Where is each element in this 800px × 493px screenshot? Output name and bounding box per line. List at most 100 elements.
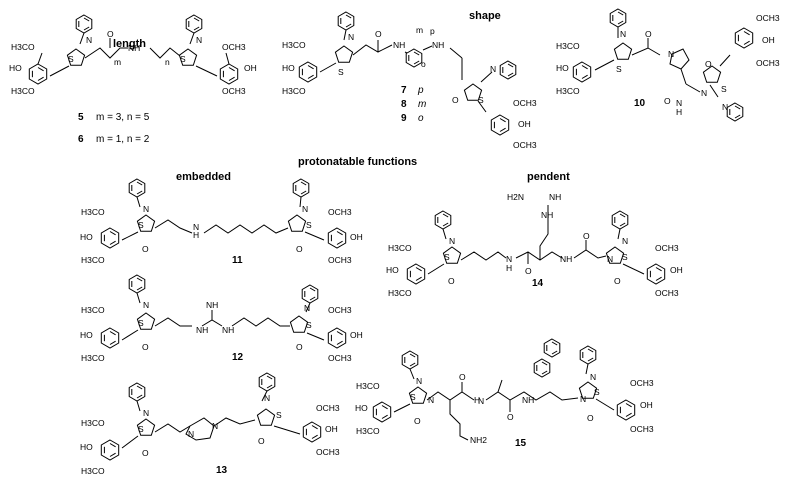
atom-s-7a: S (338, 67, 344, 77)
atom-o-7b: O (452, 95, 459, 105)
atom-ome-13c: OCH3 (316, 403, 340, 413)
atom-ome-10d: OCH3 (756, 58, 780, 68)
atom-n-13c: N (212, 421, 218, 431)
atom-n-15d: N (580, 394, 586, 404)
atom-s-12a: S (138, 318, 144, 328)
atom-o-10b: O (664, 96, 671, 106)
structure-7-8-9: N S O NH NH m p o N S O H3CO HO H3CO OCH… (282, 11, 537, 150)
atom-nh-10: H (676, 107, 682, 117)
compound-5-params: m = 3, n = 5 (96, 112, 150, 123)
atom-ome-7b: H3CO (282, 86, 306, 96)
compound-6-label: 6 (78, 134, 84, 145)
atom-ome-10c: OCH3 (756, 13, 780, 23)
atom-s-5b: S (180, 54, 186, 64)
atom-oh-5a: HO (9, 63, 22, 73)
atom-oh-10b: OH (762, 35, 775, 45)
atom-n-15b: N (428, 395, 434, 405)
atom-oh-13a: HO (80, 442, 93, 452)
atom-nh-14b: NH (560, 254, 572, 264)
compound-6-params: m = 1, n = 2 (96, 134, 150, 145)
atom-ome-7c: OCH3 (513, 98, 537, 108)
atom-oh-15a: HO (355, 403, 368, 413)
atom-nh-12b: NH (206, 300, 218, 310)
header-shape: shape (469, 10, 501, 22)
atom-s-15a: S (410, 392, 416, 402)
atom-o-12b: O (296, 342, 303, 352)
atom-s-15b: S (594, 387, 600, 397)
atom-o-7a: O (375, 29, 382, 39)
atom-ome-11c: OCH3 (328, 207, 352, 217)
atom-ome-13b: H3CO (81, 466, 105, 476)
atom-s-12b: S (306, 320, 312, 330)
atom-n-7a: N (348, 32, 354, 42)
atom-n-15c: N (478, 396, 484, 406)
atom-ome-7d: OCH3 (513, 140, 537, 150)
header-embedded: embedded (176, 171, 231, 183)
atom-ome-5d: OCH3 (222, 86, 246, 96)
atom-oh-7b: OH (518, 119, 531, 129)
structure-11: N S O H N N S O H3CO HO H3CO OCH3 OH OCH… (80, 178, 363, 265)
structure-13: N S O N N N S O H3CO HO H3CO OCH3 OH OCH… (80, 372, 340, 476)
atom-o-14b: O (525, 266, 532, 276)
compound-9-pos: o (418, 113, 424, 124)
compound-8-pos: m (418, 99, 426, 110)
compound-13-label: 13 (216, 465, 228, 476)
header-length: length (113, 38, 146, 50)
atom-nh-7: NH (393, 40, 405, 50)
atom-ome-10a: H3CO (556, 41, 580, 51)
atom-nh2-15: NH2 (470, 435, 487, 445)
atom-nh-5: NH (128, 43, 140, 53)
atom-o-15b: O (459, 372, 466, 382)
structure-10: N S O N O H N N S O N H3CO HO H3CO OCH3 … (556, 8, 780, 122)
atom-n-13d: N (264, 393, 270, 403)
atom-oh-7a: HO (282, 63, 295, 73)
atom-ome-11a: H3CO (81, 207, 105, 217)
atom-n-10a: N (620, 29, 626, 39)
atom-o-14d: O (614, 276, 621, 286)
compound-7-pos: p (417, 85, 424, 96)
structure-14: N S O N H O NH O N N S O H2N NH NH H3CO … (386, 192, 683, 298)
compound-5-label: 5 (78, 112, 84, 123)
atom-ome-11b: H3CO (81, 255, 105, 265)
atom-oh-12b: OH (350, 330, 363, 340)
atom-n-14c: N (607, 254, 613, 264)
atom-n-10c: N (676, 98, 682, 108)
atom-oh-11b: OH (350, 232, 363, 242)
atom-s-13a: S (138, 424, 144, 434)
compound-9-label: 9 (401, 113, 407, 124)
atom-nh-14d: NH (549, 192, 561, 202)
atom-s-14b: S (622, 252, 628, 262)
header-pendent: pendent (527, 171, 570, 183)
atom-s-11b: S (306, 220, 312, 230)
compound-8-label: 8 (401, 99, 407, 110)
atom-ome-14c: OCH3 (655, 243, 679, 253)
atom-n-7b: N (490, 64, 496, 74)
label-m-7: m (416, 25, 423, 35)
atom-ome-14d: OCH3 (655, 288, 679, 298)
atom-o-14a: O (448, 276, 455, 286)
atom-ome-12b: H3CO (81, 353, 105, 363)
atom-ome-14a: H3CO (388, 243, 412, 253)
atom-n-15e: N (590, 372, 596, 382)
atom-nh-12a: NH (196, 325, 208, 335)
atom-ome-15b: H3CO (356, 426, 380, 436)
atom-n-14b: N (506, 254, 512, 264)
atom-o-10c: O (705, 59, 712, 69)
atom-ome-12d: OCH3 (328, 353, 352, 363)
atom-o-14c: O (583, 231, 590, 241)
atom-nh-12c: NH (222, 325, 234, 335)
atom-o-5: O (107, 29, 114, 39)
atom-ome-14b: H3CO (388, 288, 412, 298)
atom-n-11b: N (193, 222, 199, 232)
atom-s-7b: S (478, 95, 484, 105)
atom-nh-14a: H (506, 263, 512, 273)
atom-n-5a: N (86, 35, 92, 45)
atom-s-10a: S (616, 64, 622, 74)
compound-15-label: 15 (515, 438, 527, 449)
atom-n-11a: N (143, 204, 149, 214)
compound-7-label: 7 (401, 85, 407, 96)
atom-oh-11a: HO (80, 232, 93, 242)
label-m-5: m (114, 57, 121, 67)
atom-ome-13d: OCH3 (316, 447, 340, 457)
label-o-7: o (421, 59, 426, 69)
